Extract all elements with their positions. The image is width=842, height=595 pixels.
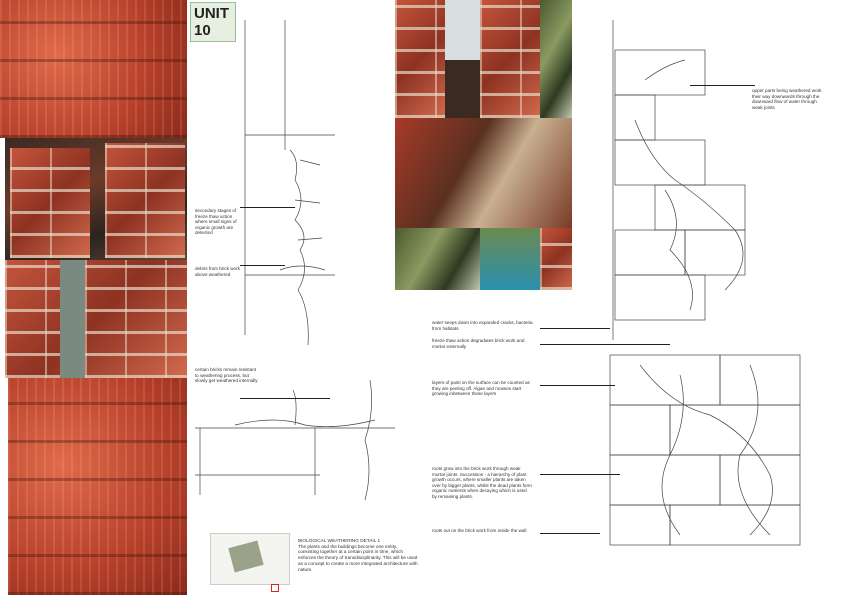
brick-photo-3 bbox=[5, 260, 187, 378]
caption-body: The plants and the buildings become one … bbox=[298, 543, 418, 572]
note-upper-parts: upper parts being weathered work their w… bbox=[752, 88, 822, 110]
unit-logo: UNIT 10 bbox=[190, 2, 236, 42]
photo-collage bbox=[395, 0, 572, 290]
note-secondary-stages: secondary stages of freeze thaw action w… bbox=[195, 208, 237, 236]
arrow bbox=[540, 385, 615, 387]
arrow bbox=[540, 474, 620, 476]
sketch-wall-upper-right bbox=[612, 20, 746, 340]
brick-photo-4 bbox=[8, 378, 187, 595]
brick-photo-2 bbox=[5, 138, 187, 260]
note-layers-paint: layers of paint on the surface can be co… bbox=[432, 380, 530, 397]
note-roots-out: roots out on the brick work from inside … bbox=[432, 528, 527, 533]
sketch-wall-upper bbox=[244, 20, 335, 346]
logo-text: UNIT 10 bbox=[194, 5, 229, 39]
arrow bbox=[240, 207, 295, 209]
site-map bbox=[210, 533, 290, 592]
arrow bbox=[690, 85, 755, 87]
note-roots-grow: roots grow into the brick work through w… bbox=[432, 466, 532, 499]
note-certain-bricks: certain bricks remain resistant to weath… bbox=[195, 367, 258, 384]
caption: BIOLOGICAL WEATHERING DETAIL 1 The plant… bbox=[298, 538, 418, 572]
note-debris: debris from brick work above weathered bbox=[195, 266, 240, 277]
arrow bbox=[540, 344, 670, 346]
note-freeze-thaw: freeze thaw action degradates brick work… bbox=[432, 338, 525, 349]
note-water-seeps: water seeps down into expanded cracks, b… bbox=[432, 320, 533, 331]
sketch-wall-middle bbox=[195, 379, 395, 501]
caption-title: BIOLOGICAL WEATHERING DETAIL 1 bbox=[298, 538, 381, 543]
arrow bbox=[540, 533, 600, 535]
arrow bbox=[240, 398, 330, 400]
arrow bbox=[540, 328, 610, 330]
brick-photo-1 bbox=[0, 0, 187, 138]
sketch-wall-lower-right bbox=[609, 354, 801, 546]
arrow bbox=[240, 265, 285, 267]
